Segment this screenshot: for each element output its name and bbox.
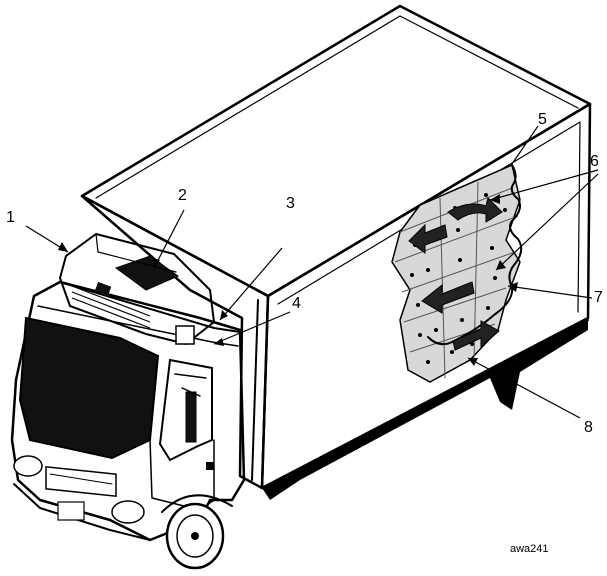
unit-housing <box>59 233 215 345</box>
callout-7: 7 <box>594 289 603 306</box>
callout-3: 3 <box>286 195 295 212</box>
callout-1: 1 <box>6 209 15 226</box>
wall-cutaway <box>391 163 523 383</box>
leader-arrowheads <box>58 194 518 366</box>
figure-reference-code: awa241 <box>510 543 549 555</box>
left-headlight <box>13 455 43 477</box>
unit-top-panel <box>114 255 180 291</box>
airflow-arrow-left-top <box>408 223 448 254</box>
callout-2: 2 <box>178 187 187 204</box>
airflow-arrow-mid <box>421 281 475 314</box>
box-undercarriage <box>262 318 588 500</box>
callout-8: 8 <box>584 419 593 436</box>
callout-labels: 1 2 3 4 5 6 7 8 <box>6 111 603 436</box>
front-wheel <box>165 502 225 570</box>
callout-6: 6 <box>590 153 599 170</box>
windshield <box>18 316 160 460</box>
airflow-arrow-top <box>447 197 503 223</box>
unit-mount <box>175 325 195 345</box>
callout-4: 4 <box>292 295 301 312</box>
side-mirror <box>185 391 197 443</box>
door-handle <box>206 462 214 470</box>
front-grille <box>45 466 117 498</box>
callout-5: 5 <box>538 111 547 128</box>
cargo-box <box>80 4 592 500</box>
airflow-arrow-low <box>452 320 500 351</box>
license-plate <box>57 501 85 521</box>
box-front-wall <box>80 194 270 490</box>
refrigeration-unit <box>59 233 215 345</box>
truck-cab <box>10 280 246 570</box>
right-headlight <box>111 500 145 524</box>
